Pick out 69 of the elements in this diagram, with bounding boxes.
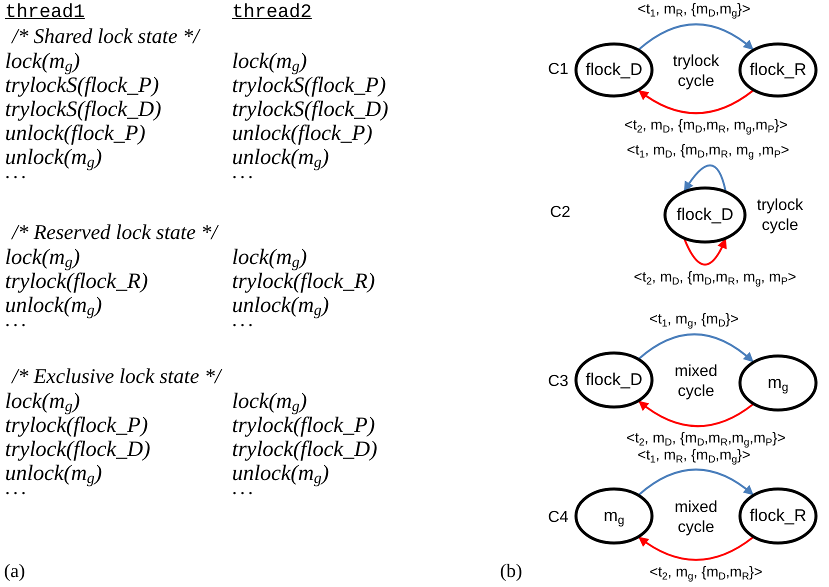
code-line: trylock(flock_P) [232,414,375,436]
state-node [574,351,654,409]
node-label: flock_D [676,205,734,225]
code-line: trylockS(flock_P) [5,74,159,96]
state-node [738,354,818,412]
code-line: trylockS(flock_P) [232,74,386,96]
cycle-name: C4 [548,510,568,526]
column-header: thread2 [232,3,312,22]
panel-caption: (a) [4,562,26,581]
code-line: lock(m$_{g}$) [5,246,80,268]
code-line: trylockS(flock_D) [5,98,162,120]
code-line: unlock(m$_{g}$) [232,462,329,484]
code-line: trylock(flock_D) [232,438,378,460]
cycle-type-label: mixed cycle [674,498,718,538]
panel-caption: (b) [500,562,522,581]
node-label: flock_R [750,506,806,526]
code-line: lock(m$_{g}$) [5,50,80,72]
state-node [574,42,654,98]
column-header: thread1 [5,3,85,22]
code-line: trylock(flock_R) [232,270,375,292]
code-line: unlock(m$_{g}$) [5,462,102,484]
code-line: unlock(flock_P) [232,122,372,144]
state-node [738,42,818,98]
node-label: flock_R [750,60,806,80]
code-line: unlock(m$_{g}$) [5,294,102,316]
cycle-type-label: trylock cycle [756,196,804,236]
edge-label: <t$_{1}$, m$_{g}$, {m$_{D}$}> [647,312,741,329]
code-line: trylockS(flock_D) [232,98,388,120]
code-line: lock(m$_{g}$) [232,390,307,412]
cycle-name: C3 [548,374,568,390]
cycle-type-label: mixed cycle [674,362,718,402]
arrow [638,468,754,496]
code-line: lock(m$_{g}$) [232,246,307,268]
state-node [574,487,654,545]
state-node [663,186,747,244]
node-label: flock_D [586,60,642,80]
code-line: unlock(m$_{g}$) [232,146,329,168]
arrow [638,90,754,114]
code-line: unlock(flock_P) [5,122,146,144]
node-label: flock_D [586,370,642,390]
code-line: lock(m$_{g}$) [5,390,80,412]
code-comment: /* Shared lock state */ [12,26,200,47]
code-line: trylock(flock_D) [5,438,150,460]
arrow [638,333,754,362]
code-comment: /* Exclusive lock state */ [12,366,221,387]
cycle-name: C1 [548,62,568,78]
code-line: lock(m$_{g}$) [232,50,307,72]
code-comment: /* Reserved lock state */ [12,222,218,243]
edge-label: <t$_{1}$, m$_{R}$, {m$_{D}$,m$_{g}$}> [636,2,752,19]
code-line: trylock(flock_P) [5,414,148,436]
code-line: unlock(m$_{g}$) [232,294,329,316]
edge-label: <t$_{2}$, m$_{D}$, {m$_{D}$,m$_{R}$,m$_{g}$,m$_{P}$}> [624,430,788,448]
arrow [684,164,726,192]
state-node [738,487,818,545]
edge-label: <t$_{2}$, m$_{D}$, {m$_{D}$,m$_{R}$, m$_{g}$, m$_{P}$> [632,269,798,286]
arrow [684,238,726,266]
arrow [638,536,754,561]
code-line: unlock(m$_{g}$) [5,146,102,168]
cycle-name: C2 [550,205,570,221]
edge-label: <t$_{2}$, m$_{g}$, {m$_{D}$,m$_{R}$}> [648,564,764,582]
arrow [638,23,754,50]
code-line: trylock(flock_R) [5,270,148,292]
arrow [638,400,754,428]
edge-label: <t$_{1}$, m$_{D}$, {m$_{D}$,m$_{R}$, m$_{g}$ ,m$_{P}$> [624,143,792,160]
cycle-type-label: trylock cycle [672,52,720,92]
node-label: m$_{g}$ [768,373,788,393]
edge-label: <t$_{2}$, m$_{D}$, {m$_{D}$,m$_{R}$, m$_{g}$,m$_{P}$}> [622,118,790,134]
node-label: m$_{g}$ [604,506,624,526]
edge-label: <t$_{1}$, m$_{R}$, {m$_{D}$,m$_{g}$}> [636,447,752,464]
